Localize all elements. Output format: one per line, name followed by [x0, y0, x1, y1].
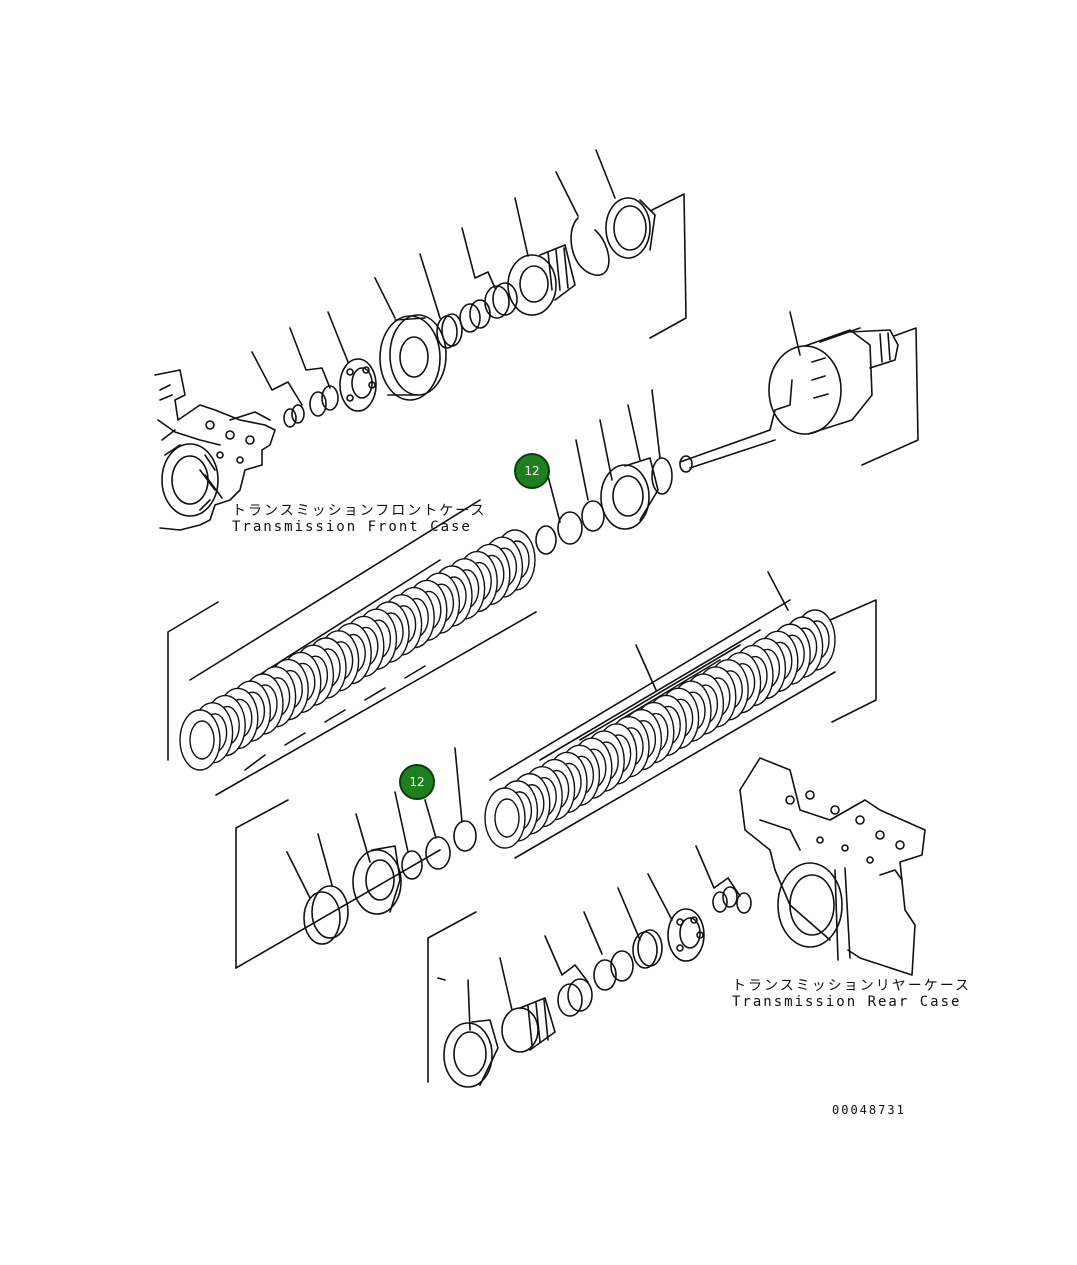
lower-clutch-stack	[489, 571, 877, 859]
upper-clutch-disc	[179, 709, 221, 771]
rear-case-housing	[739, 757, 926, 976]
rear-case-label-jp: トランスミッションリヤーケース	[732, 978, 972, 994]
front-case-label-en: Transmission Front Case	[232, 519, 472, 535]
part-callout-badge-upper[interactable]: 12	[514, 453, 550, 489]
lower-clutch-disc	[484, 787, 526, 849]
front-case-housing	[154, 369, 276, 531]
rear-case-label-en: Transmission Rear Case	[732, 994, 962, 1010]
middle-small-parts	[535, 389, 673, 555]
upper-leader-lines	[251, 149, 687, 406]
upper-parts-row	[283, 197, 656, 428]
output-shaft	[679, 311, 919, 473]
drawing-number: 00048731	[832, 1103, 906, 1117]
lower-small-parts	[235, 747, 477, 969]
front-case-label-jp: トランスミッションフロントケース	[232, 503, 487, 519]
part-callout-badge-lower[interactable]: 12	[399, 764, 435, 800]
bottom-parts-row	[427, 845, 752, 1088]
